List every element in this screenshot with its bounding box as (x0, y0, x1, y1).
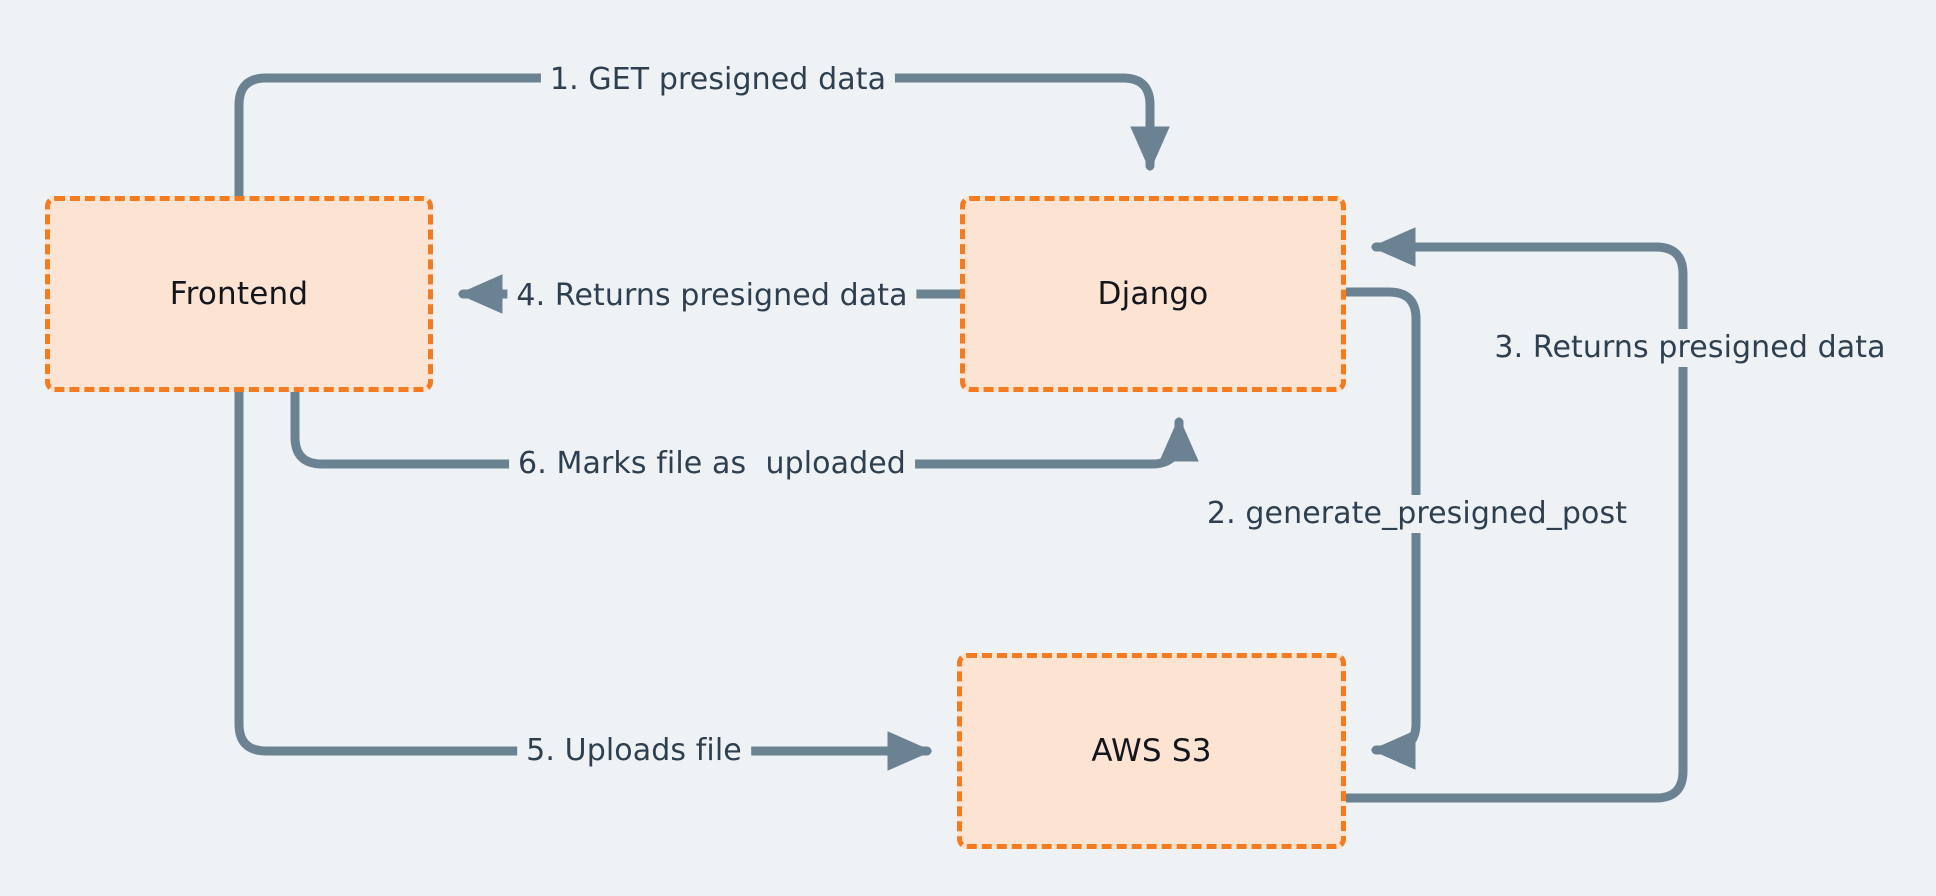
edge-label-4: 4. Returns presigned data (507, 277, 917, 315)
edge-label-1: 1. GET presigned data (540, 61, 896, 99)
node-aws-s3-label: AWS S3 (1091, 733, 1212, 769)
node-django-label: Django (1097, 276, 1209, 312)
node-frontend-label: Frontend (169, 276, 309, 312)
node-frontend[interactable]: Frontend (45, 196, 433, 392)
edge-label-3: 3. Returns presigned data (1485, 329, 1895, 367)
edge-path-3 (1341, 227, 1688, 803)
node-aws-s3[interactable]: AWS S3 (957, 653, 1346, 849)
edge-path-5 (234, 387, 933, 771)
edge-label-2: 2. generate_presigned_post (1197, 495, 1637, 533)
edge-label-6: 6. Marks file as uploaded (509, 445, 915, 483)
node-django[interactable]: Django (960, 196, 1346, 392)
edge-label-5: 5. Uploads file (517, 732, 751, 770)
